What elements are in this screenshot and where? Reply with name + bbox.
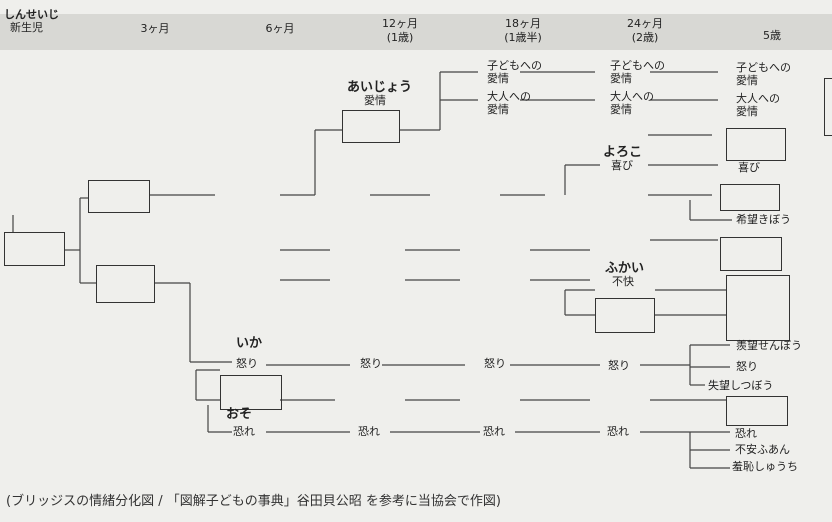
age-12m: 12ヶ月 (382, 17, 418, 30)
age-3m: 3ヶ月 (140, 22, 170, 35)
joy-5y-box (726, 128, 786, 161)
edge-box (824, 78, 832, 136)
age-24m: 24ヶ月 (627, 17, 663, 30)
shame-5y: 羞恥しゅうち (732, 460, 798, 473)
joy-24m: 喜び (611, 159, 633, 172)
fear-24m: 恐れ (607, 425, 629, 438)
5y-box-b (726, 275, 790, 341)
adult-love-24m-suffix: 愛情 (610, 103, 632, 116)
fear-6m: 恐れ (233, 425, 255, 438)
adult-love-18m-suffix: 愛情 (487, 103, 509, 116)
age-5y: 5歳 (763, 29, 781, 42)
anger-6m: 怒り (236, 357, 258, 370)
newborn-reading: しんせいじ (4, 8, 59, 21)
age-24m-sub: (2歳) (631, 31, 659, 44)
age-18m: 18ヶ月 (505, 17, 541, 30)
anxiety-5y: 不安ふあん (735, 443, 790, 456)
hope-5y-box (720, 184, 780, 211)
newborn-box (4, 232, 65, 266)
child-love-18m: 子どもへの (487, 59, 542, 72)
upper-3m-box (88, 180, 150, 213)
5y-box-c (726, 396, 788, 426)
displeasure-reading: ふかい (605, 261, 645, 276)
adult-love-24m: 大人への (610, 90, 654, 103)
adult-love-5y: 大人への (736, 92, 780, 105)
age-12m-sub: (1歳) (386, 31, 414, 44)
fear-reading: おそ (226, 407, 253, 422)
adult-love-18m: 大人への (487, 90, 531, 103)
affection-label: 愛情 (364, 94, 386, 107)
displeasure-box (595, 298, 655, 333)
affection-reading: あいじょう (347, 80, 413, 95)
anger-18m: 怒り (484, 357, 506, 370)
adult-love-5y-suffix: 愛情 (736, 105, 758, 118)
newborn-label: 新生児 (10, 21, 43, 34)
child-love-24m: 子どもへの (610, 59, 665, 72)
child-love-24m-suffix: 愛情 (610, 72, 632, 85)
lower-3m-box (96, 265, 155, 303)
disappointment-5y: 失望しつぼう (708, 379, 774, 392)
anger-24m: 怒り (608, 359, 630, 372)
hope-5y: 希望きぼう (736, 213, 791, 226)
anger-5y: 怒り (736, 360, 758, 373)
age-header-band (0, 14, 832, 50)
fear-5y: 恐れ (735, 427, 757, 440)
age-6m: 6ヶ月 (265, 22, 295, 35)
envy-5y: 羨望せんぼう (736, 339, 802, 352)
joy-reading: よろこ (603, 145, 643, 160)
anger-reading: いか (236, 336, 263, 351)
source-caption: (ブリッジスの情緒分化図 / 「図解子どもの事典」谷田貝公昭 を参考に当協会で作… (6, 494, 501, 509)
anger-12m: 怒り (360, 357, 382, 370)
child-love-18m-suffix: 愛情 (487, 72, 509, 85)
affection-box (342, 110, 400, 143)
child-love-5y-suffix: 愛情 (736, 74, 758, 87)
joy-5y: 喜び (738, 161, 760, 174)
fear-box (220, 375, 282, 410)
5y-box-a (720, 237, 782, 271)
age-18m-sub: (1歳半) (504, 31, 542, 44)
fear-18m: 恐れ (483, 425, 505, 438)
fear-12m: 恐れ (358, 425, 380, 438)
displeasure-24m: 不快 (612, 275, 634, 288)
child-love-5y: 子どもへの (736, 61, 791, 74)
